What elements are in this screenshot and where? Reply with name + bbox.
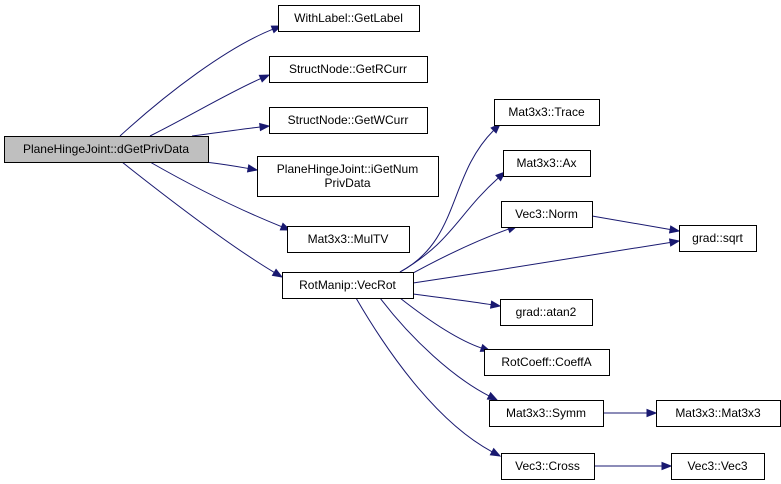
node-box [671, 453, 765, 480]
node-label: StructNode::GetWCurr [288, 113, 409, 127]
node-label: Mat3x3::MulTV [308, 232, 389, 246]
node-box [282, 272, 414, 299]
edge-line [149, 78, 261, 137]
edge-line [591, 215, 671, 230]
node-label: Vec3::Cross [515, 459, 580, 473]
node-CoeffA[interactable]: RotCoeff::CoeffA [484, 349, 610, 376]
node-label: PrivData [324, 176, 370, 190]
node-box [4, 136, 209, 163]
arrowhead [668, 238, 681, 247]
node-Ax[interactable]: Mat3x3::Ax [503, 150, 591, 177]
node-box [503, 150, 591, 177]
node-box [501, 453, 595, 480]
edge-line [204, 161, 249, 169]
node-label: RotManip::VecRot [299, 278, 396, 292]
node-label: Mat3x3::Ax [516, 156, 576, 170]
node-GetWCurr[interactable]: StructNode::GetWCurr [269, 107, 428, 134]
edge-Cross-to-Vec3 [594, 461, 673, 471]
edge-line [121, 161, 275, 273]
edge-line [119, 28, 273, 137]
edge-VecRot-to-sqrt [412, 238, 681, 284]
edge-line [399, 177, 499, 273]
arrowhead [495, 171, 507, 182]
node-box [501, 201, 593, 228]
edge-VecRot-to-atan2 [412, 293, 502, 309]
node-box [257, 156, 439, 197]
edge-Symm-to-Mat3x3 [602, 408, 658, 418]
edge-VecRot-to-Symm [379, 297, 499, 401]
call-graph-edges [119, 25, 681, 471]
arrowhead [661, 461, 673, 471]
node-label: grad::atan2 [516, 305, 577, 319]
edge-line [412, 293, 492, 306]
node-box [278, 5, 420, 32]
node-label: PlaneHingeJoint::dGetPrivData [23, 142, 189, 156]
arrowhead [486, 391, 499, 401]
edge-line [149, 161, 282, 228]
node-box [679, 225, 757, 252]
node-box [500, 299, 593, 326]
edge-line [399, 297, 482, 349]
node-box [287, 226, 410, 253]
node-atan2[interactable]: grad::atan2 [500, 299, 593, 326]
edge-dGetPrivData-to-GetWCurr [191, 122, 271, 137]
arrowhead [259, 122, 271, 132]
node-box [269, 107, 428, 134]
edge-Norm-to-sqrt [591, 215, 681, 234]
node-label: WithLabel::GetLabel [294, 11, 403, 25]
edge-line [403, 228, 509, 279]
edge-VecRot-to-Trace [399, 123, 501, 273]
edge-dGetPrivData-to-iGetNumPrivData [204, 161, 259, 173]
edge-VecRot-to-Cross [355, 297, 502, 457]
node-label: RotCoeff::CoeffA [501, 355, 591, 369]
arrowhead [668, 225, 681, 234]
node-label: Mat3x3::Symm [506, 406, 586, 420]
edge-line [412, 241, 671, 284]
edge-line [355, 297, 493, 453]
node-Trace[interactable]: Mat3x3::Trace [494, 99, 600, 126]
edge-line [399, 130, 494, 273]
node-VecRot[interactable]: RotManip::VecRot [282, 272, 414, 299]
arrowhead [489, 447, 502, 457]
node-box [494, 99, 600, 126]
node-Vec3[interactable]: Vec3::Vec3 [671, 453, 765, 480]
node-label: grad::sqrt [692, 231, 743, 245]
node-label: Vec3::Norm [515, 207, 578, 221]
edge-VecRot-to-CoeffA [399, 297, 492, 352]
edge-line [379, 297, 490, 397]
node-label: Vec3::Vec3 [687, 459, 747, 473]
node-label: Mat3x3::Trace [508, 105, 585, 119]
node-label: Mat3x3::Mat3x3 [675, 406, 761, 420]
node-dGetPrivData[interactable]: PlaneHingeJoint::dGetPrivData [4, 136, 209, 163]
node-box [489, 400, 604, 427]
node-Symm[interactable]: Mat3x3::Symm [489, 400, 604, 427]
node-box [656, 400, 781, 427]
node-box [484, 349, 610, 376]
arrowhead [489, 300, 502, 309]
node-GetRCurr[interactable]: StructNode::GetRCurr [269, 56, 428, 83]
node-Norm[interactable]: Vec3::Norm [501, 201, 593, 228]
node-Mat3x3[interactable]: Mat3x3::Mat3x3 [656, 400, 781, 427]
node-label: PlaneHingeJoint::iGetNum [277, 162, 418, 176]
edge-dGetPrivData-to-GetRCurr [149, 74, 271, 137]
call-graph-nodes: PlaneHingeJoint::dGetPrivData WithLabel::… [4, 5, 781, 480]
arrowhead [258, 74, 271, 83]
node-label: StructNode::GetRCurr [289, 62, 407, 76]
node-Cross[interactable]: Vec3::Cross [501, 453, 595, 480]
edge-VecRot-to-Ax [399, 171, 507, 273]
edge-line [191, 126, 261, 137]
arrowhead [646, 408, 658, 418]
edge-dGetPrivData-to-VecRot [121, 161, 284, 278]
node-box [269, 56, 428, 83]
edge-dGetPrivData-to-GetLabel [119, 25, 283, 137]
arrowhead [271, 268, 284, 278]
node-GetLabel[interactable]: WithLabel::GetLabel [278, 5, 420, 32]
node-MulTV[interactable]: Mat3x3::MulTV [287, 226, 410, 253]
arrowhead [246, 164, 259, 173]
node-sqrt[interactable]: grad::sqrt [679, 225, 757, 252]
